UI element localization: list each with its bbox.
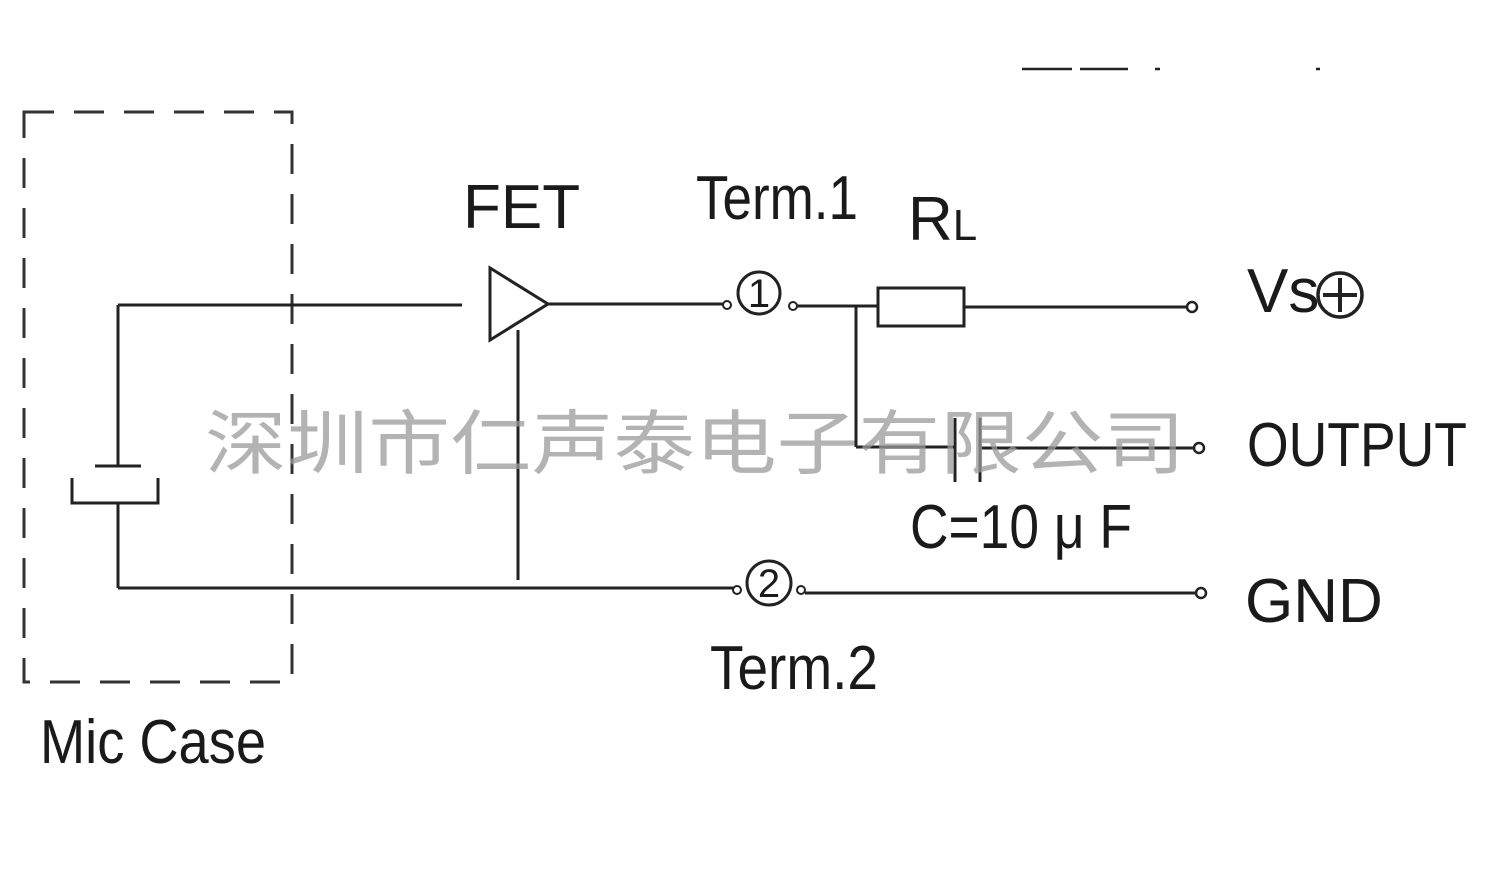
capacitor-symbol: [953, 418, 982, 482]
fet-label: FET: [463, 173, 580, 242]
term1-terminal: [722, 270, 798, 316]
gnd-label: GND: [1245, 567, 1383, 636]
term2-number: 2: [758, 562, 780, 606]
gnd-terminal-dot: [1194, 586, 1208, 600]
capacitor-label: C=10 μ F: [910, 493, 1132, 562]
output-label: OUTPUT: [1247, 411, 1467, 480]
resistor-rl-symbol: [876, 286, 966, 328]
electret-capsule-symbol: [70, 305, 160, 588]
term2-label: Term.2: [710, 634, 878, 703]
output-terminal-dot: [1192, 441, 1206, 455]
plus-circle-icon: [1316, 271, 1364, 319]
fet-amplifier-symbol: [488, 265, 551, 343]
term2-terminal: [732, 559, 806, 607]
vs-terminal-dot: [1185, 300, 1199, 314]
mic-case-label: Mic Case: [40, 708, 266, 777]
term1-number: 1: [748, 272, 770, 316]
vs-label: Vs: [1247, 257, 1319, 326]
rl-label: RL: [908, 185, 977, 254]
company-watermark: 深圳市仁声泰电子有限公司: [205, 403, 1185, 485]
term1-label: Term.1: [696, 164, 858, 233]
mic-case-boundary: [22, 110, 294, 684]
